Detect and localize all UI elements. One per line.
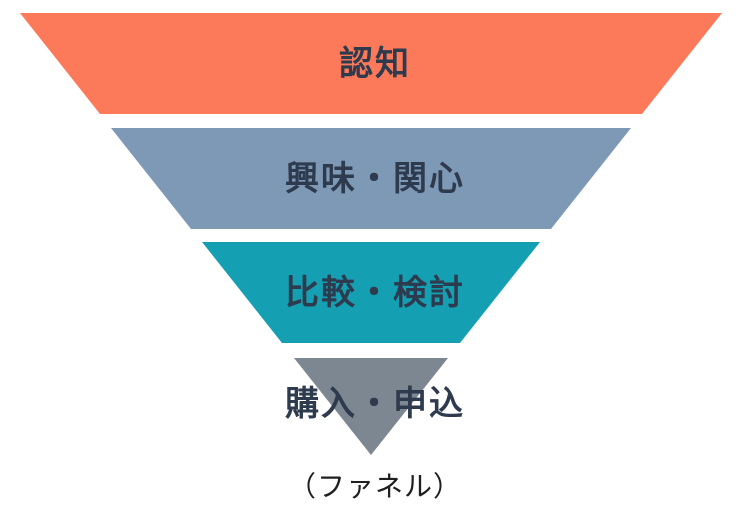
funnel-label-awareness: 認知 [339, 44, 411, 84]
funnel-label-comparison: 比較・検討 [285, 273, 465, 313]
funnel-segment-comparison-shape [202, 242, 540, 343]
funnel-label-interest: 興味・関心 [285, 159, 465, 199]
funnel-segment-awareness-shape [20, 13, 722, 114]
funnel-segment-purchase-shape [294, 358, 448, 455]
funnel-label-purchase: 購入・申込 [285, 384, 465, 424]
funnel-caption: （ファネル） [287, 470, 462, 503]
funnel-segment-interest-shape [111, 128, 631, 229]
